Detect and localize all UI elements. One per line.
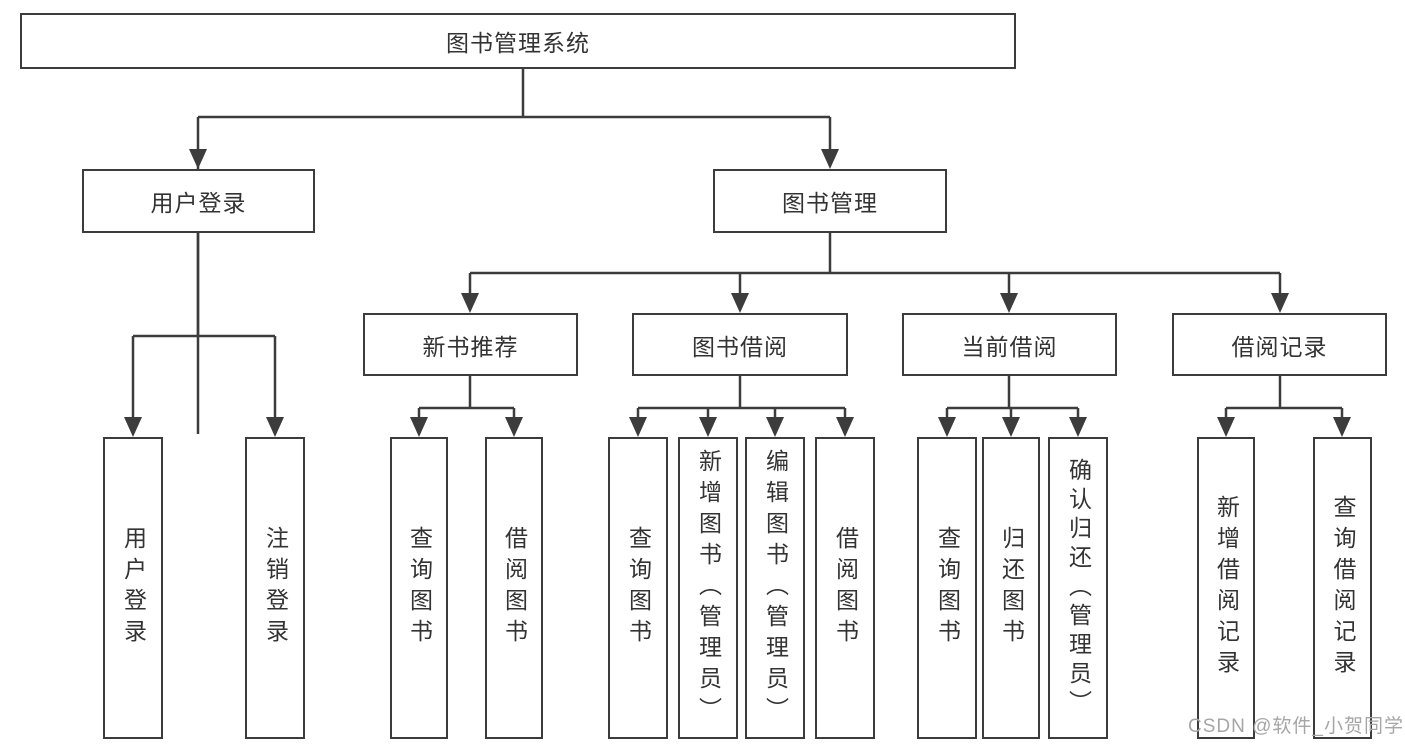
node-book-borrow-label: 图书借阅	[692, 333, 788, 360]
node-user-login-leaf-label: 用户登录	[120, 526, 147, 650]
node-current-borrow: 当前借阅	[902, 313, 1117, 376]
node-logout-label: 注销登录	[262, 526, 289, 650]
node-borrow-record: 借阅记录	[1172, 313, 1387, 376]
node-book-management: 图书管理	[713, 169, 947, 233]
node-bb-edit-book: 编辑图书（管理员）	[745, 437, 805, 739]
node-bb-query-book-label: 查询图书	[625, 526, 652, 650]
node-cb-query-book-label: 查询图书	[934, 526, 961, 650]
node-root: 图书管理系统	[20, 13, 1016, 69]
node-br-add-record: 新增借阅记录	[1197, 437, 1255, 739]
node-book-management-label: 图书管理	[782, 190, 878, 216]
node-current-borrow-label: 当前借阅	[961, 333, 1058, 360]
node-borrow-record-label: 借阅记录	[1231, 333, 1328, 360]
node-user-login: 用户登录	[82, 169, 315, 233]
connector-bookmgmt-to-level3	[461, 233, 1289, 313]
node-bb-borrow-book: 借阅图书	[815, 437, 875, 739]
csdn-watermark: CSDN @软件_小贺同学	[1188, 716, 1404, 737]
node-nb-query-book: 查询图书	[390, 437, 448, 739]
node-user-login-label: 用户登录	[150, 190, 247, 216]
node-cb-return-book: 归还图书	[982, 437, 1040, 739]
node-bb-query-book: 查询图书	[608, 437, 668, 739]
node-bb-edit-book-label: 编辑图书（管理员）	[762, 448, 789, 728]
node-br-query-record-label: 查询借阅记录	[1330, 495, 1356, 681]
node-new-book-recommend-label: 新书推荐	[422, 333, 519, 360]
node-nb-borrow-book-label: 借阅图书	[501, 526, 528, 650]
node-book-borrow: 图书借阅	[632, 313, 848, 376]
connector-userlogin-to-leaves	[124, 233, 284, 437]
node-new-book-recommend: 新书推荐	[363, 313, 578, 376]
node-user-login-leaf: 用户登录	[103, 437, 163, 739]
connector-root-to-level2	[189, 69, 839, 434]
connector-newbook-to-leaves	[410, 376, 523, 437]
node-nb-borrow-book: 借阅图书	[485, 437, 543, 739]
connector-currentborrow-to-leaves	[938, 376, 1087, 437]
node-bb-add-book: 新增图书（管理员）	[678, 437, 738, 739]
node-bb-add-book-label: 新增图书（管理员）	[695, 448, 722, 728]
node-logout: 注销登录	[245, 437, 305, 739]
node-nb-query-book-label: 查询图书	[406, 526, 433, 650]
node-root-label: 图书管理系统	[446, 30, 590, 56]
node-cb-query-book: 查询图书	[917, 437, 977, 739]
node-cb-confirm-return-label: 确认归还（管理员）	[1065, 457, 1092, 719]
node-bb-borrow-book-label: 借阅图书	[832, 526, 859, 650]
connector-borrowrecord-to-leaves	[1217, 376, 1351, 437]
node-cb-return-book-label: 归还图书	[998, 526, 1025, 650]
connector-bookborrow-to-leaves	[629, 376, 854, 437]
node-cb-confirm-return: 确认归还（管理员）	[1048, 437, 1108, 739]
node-br-query-record: 查询借阅记录	[1313, 437, 1372, 739]
node-br-add-record-label: 新增借阅记录	[1213, 495, 1240, 681]
